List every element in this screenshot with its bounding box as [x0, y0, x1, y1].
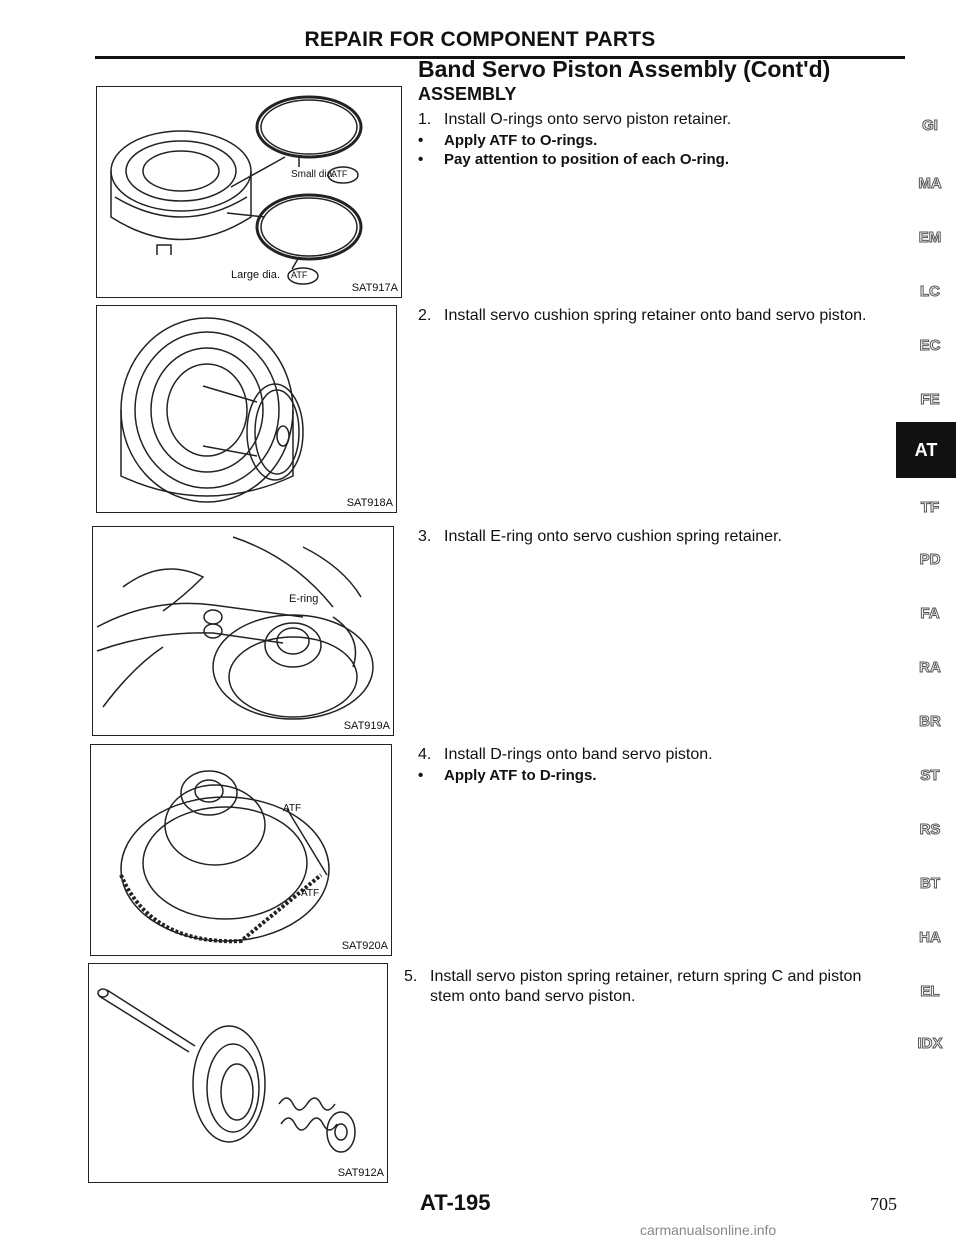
- bullet-dot: •: [418, 151, 424, 168]
- figure-code: SAT912A: [337, 1167, 384, 1179]
- bullet-item: • Apply ATF to O-rings.: [418, 131, 597, 151]
- tab-bt[interactable]: BT: [920, 875, 941, 893]
- tab-tf[interactable]: TF: [920, 499, 940, 517]
- figure-code: SAT918A: [346, 497, 393, 509]
- e-ring-label: E-ring: [289, 593, 319, 605]
- tab-at-active[interactable]: AT: [896, 422, 956, 478]
- tab-gi[interactable]: GI: [922, 117, 939, 135]
- bullet-text: Pay attention to position of each O-ring…: [444, 151, 730, 168]
- step-number: 1.: [418, 111, 432, 128]
- atf-label: ATF: [283, 803, 302, 814]
- step-number: 3.: [418, 528, 432, 545]
- page-header: REPAIR FOR COMPONENT PARTS: [304, 28, 656, 51]
- tab-fe[interactable]: FE: [920, 391, 940, 409]
- tab-br[interactable]: BR: [919, 713, 942, 731]
- header-rule: [95, 56, 905, 59]
- figure-return-spring: SAT912A: [88, 963, 388, 1183]
- atf-label: ATF: [301, 888, 320, 899]
- tab-pd[interactable]: PD: [919, 551, 941, 569]
- tab-ec[interactable]: EC: [919, 337, 941, 355]
- tab-ha[interactable]: HA: [919, 929, 942, 947]
- small-dia-label: Small dia.: [291, 169, 335, 180]
- o-rings-illustration: [110, 95, 363, 285]
- figure-e-ring: E-ring SAT919A: [92, 526, 394, 736]
- step-text: Install E-ring onto servo cushion spring…: [444, 528, 782, 545]
- tab-fa[interactable]: FA: [920, 605, 940, 623]
- atf-label: ATF: [331, 169, 348, 179]
- tab-ra[interactable]: RA: [919, 659, 942, 677]
- return-spring-illustration: [97, 988, 356, 1153]
- tab-st[interactable]: ST: [920, 767, 940, 785]
- page-number: 705: [870, 1194, 897, 1214]
- tab-rs[interactable]: RS: [919, 821, 941, 839]
- watermark: carmanualsonline.info: [640, 1222, 777, 1238]
- tab-ma[interactable]: MA: [918, 175, 942, 193]
- bullet-dot: •: [418, 132, 424, 149]
- bullet-text: Apply ATF to O-rings.: [444, 132, 598, 149]
- figure-d-rings: ATF ATF SAT920A: [90, 744, 392, 956]
- figure-code: SAT919A: [343, 720, 390, 732]
- step-number: 2.: [418, 307, 432, 324]
- step-text: Install O-rings onto servo piston retain…: [444, 111, 732, 128]
- section-title: Band Servo Piston Assembly (Cont'd): [418, 56, 831, 82]
- retainer-illustration: [120, 317, 304, 503]
- bullet-item: • Pay attention to position of each O-rin…: [418, 150, 729, 170]
- step-text: Install servo cushion spring retainer on…: [444, 307, 867, 324]
- d-rings-illustration: [119, 770, 330, 944]
- step-4: 4. Install D-rings onto band servo piston…: [418, 745, 713, 765]
- large-dia-label: Large dia.: [231, 269, 280, 281]
- step-number: 4.: [418, 746, 432, 763]
- figure-cushion-spring-retainer: SAT918A: [96, 305, 397, 513]
- page-code: AT-195: [420, 1190, 491, 1215]
- step-5: 5. Install servo piston spring retainer, …: [404, 967, 861, 1007]
- step-number: 5.: [404, 968, 418, 985]
- step-2: 2. Install servo cushion spring retainer …: [418, 306, 866, 326]
- e-ring-illustration: [96, 536, 374, 720]
- tab-el[interactable]: EL: [920, 983, 940, 1001]
- figure-code: SAT917A: [351, 282, 398, 294]
- step-1: 1. Install O-rings onto servo piston reta…: [418, 110, 731, 130]
- step-text: Install D-rings onto band servo piston.: [444, 746, 713, 763]
- bullet-dot: •: [418, 767, 424, 784]
- section-subtitle: ASSEMBLY: [418, 84, 517, 104]
- step-text: stem onto band servo piston.: [430, 988, 636, 1005]
- atf-label: ATF: [291, 270, 308, 280]
- tab-lc[interactable]: LC: [920, 283, 941, 301]
- figure-code: SAT920A: [341, 940, 388, 952]
- bullet-item: • Apply ATF to D-rings.: [418, 766, 596, 786]
- figure-o-rings: Small dia. ATF Large dia. ATF SAT917A: [96, 86, 402, 298]
- tab-idx[interactable]: IDX: [917, 1035, 943, 1053]
- step-3: 3. Install E-ring onto servo cushion spri…: [418, 527, 782, 547]
- tab-em[interactable]: EM: [918, 229, 942, 247]
- bullet-text: Apply ATF to D-rings.: [444, 767, 597, 784]
- step-text: Install servo piston spring retainer, re…: [430, 968, 862, 985]
